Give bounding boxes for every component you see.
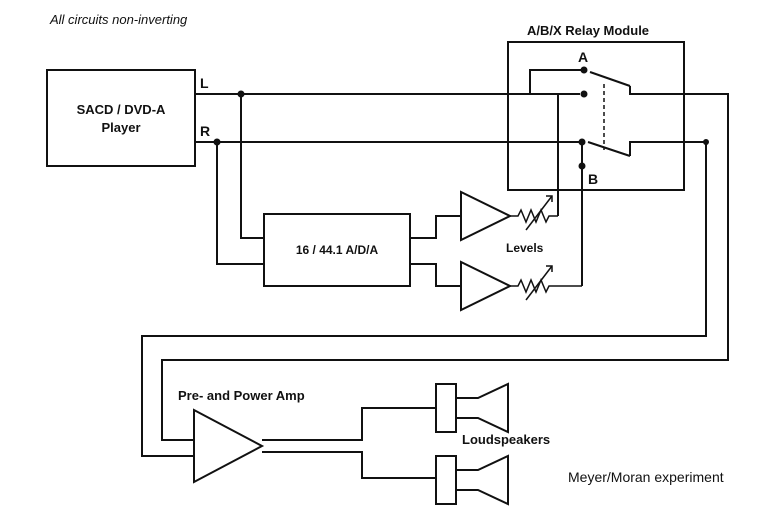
amp-out-upper-wire: [262, 407, 436, 441]
amp-out-lower-wire: [262, 451, 436, 479]
level-amp-lower: [460, 260, 513, 312]
level-amp-upper: [460, 190, 513, 242]
relay-title: A/B/X Relay Module: [527, 23, 649, 38]
left-branch-wire: [240, 94, 264, 239]
note-text: All circuits non-inverting: [49, 12, 188, 27]
level-pot-lower: [510, 265, 582, 301]
loudspeaker-lower: [435, 454, 509, 506]
player-box: [46, 69, 196, 167]
loudspeakers-label: Loudspeakers: [462, 432, 550, 447]
left-channel-label: L: [200, 75, 209, 91]
relay-switch-upper: [529, 66, 656, 98]
levels-label: Levels: [506, 241, 544, 255]
relay-out-left-wire: [161, 93, 729, 441]
relay-input-a-label: A: [578, 49, 588, 65]
relay-input-b-label: B: [588, 171, 598, 187]
relay-out-dot: [703, 139, 709, 145]
relay-box: [507, 41, 685, 191]
ada-label: 16 / 44.1 A/D/A: [296, 243, 379, 257]
power-amp-triangle: [193, 408, 265, 484]
player-block: SACD / DVD-A Player: [46, 69, 196, 167]
credit-text: Meyer/Moran experiment: [568, 469, 724, 485]
ada-converter-block: 16 / 44.1 A/D/A: [263, 213, 411, 287]
ada-box: [263, 213, 411, 287]
loudspeaker-upper: [435, 382, 509, 434]
relay-out-right-wire: [141, 141, 707, 457]
amp-label: Pre- and Power Amp: [178, 388, 305, 403]
level-pot-upper: [510, 195, 558, 231]
player-label-1: SACD / DVD-A: [77, 102, 166, 117]
ada-out-lower-wire: [410, 263, 461, 287]
player-label-2: Player: [101, 120, 140, 135]
right-branch-wire: [216, 142, 264, 265]
relay-switch-lower: [578, 138, 656, 170]
ada-out-upper-wire: [410, 215, 461, 239]
right-channel-label: R: [200, 123, 210, 139]
